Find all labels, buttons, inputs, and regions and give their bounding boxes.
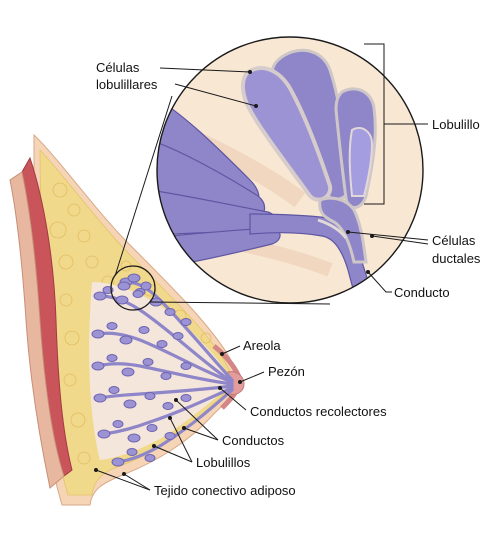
- zoom-circle: [156, 36, 424, 304]
- label-areola-text: Areola: [243, 338, 281, 353]
- label-ducts: Conductos: [174, 398, 285, 448]
- zoom-acini: [241, 48, 377, 264]
- label-collecting-ducts: Conductos recolectores: [218, 386, 387, 419]
- label-areola: Areola: [220, 338, 281, 356]
- label-collecting-ducts-text: Conductos recolectores: [250, 404, 387, 419]
- label-ducts-text: Conductos: [222, 433, 285, 448]
- ducts-tree: [91, 273, 234, 467]
- lobule-clusters: [91, 277, 192, 467]
- label-lobule-text: Lobulillo: [432, 117, 480, 132]
- label-duct-text: Conducto: [394, 285, 450, 300]
- label-ductal-cells-line2: ductales: [432, 251, 481, 266]
- label-nipple-text: Pezón: [268, 364, 305, 379]
- zoom-source-lobule: [117, 273, 152, 298]
- label-lobules: Lobulillos: [152, 416, 251, 470]
- chest-wall: [9, 171, 65, 489]
- zoom-connector-bottom: [149, 301, 331, 305]
- label-lobular-cells-line2: lobulillares: [96, 77, 158, 92]
- label-ductal-cells: Células ductales: [346, 230, 481, 266]
- label-nipple: Pezón: [238, 364, 305, 384]
- label-ductal-cells-line1: Células: [432, 233, 476, 248]
- label-duct: Conducto: [366, 270, 450, 300]
- label-lobule: Lobulillo: [364, 43, 480, 205]
- magnifier-small-circle: [110, 265, 156, 311]
- zoom-connector-top: [114, 95, 173, 277]
- label-lobules-text: Lobulillos: [196, 455, 251, 470]
- label-adipose: Tejido conectivo adiposo: [94, 468, 296, 498]
- label-lobular-cells-line1: Células: [96, 60, 140, 75]
- label-lobular-cells: Células lobulillares: [96, 60, 258, 108]
- label-adipose-text: Tejido conectivo adiposo: [154, 483, 296, 498]
